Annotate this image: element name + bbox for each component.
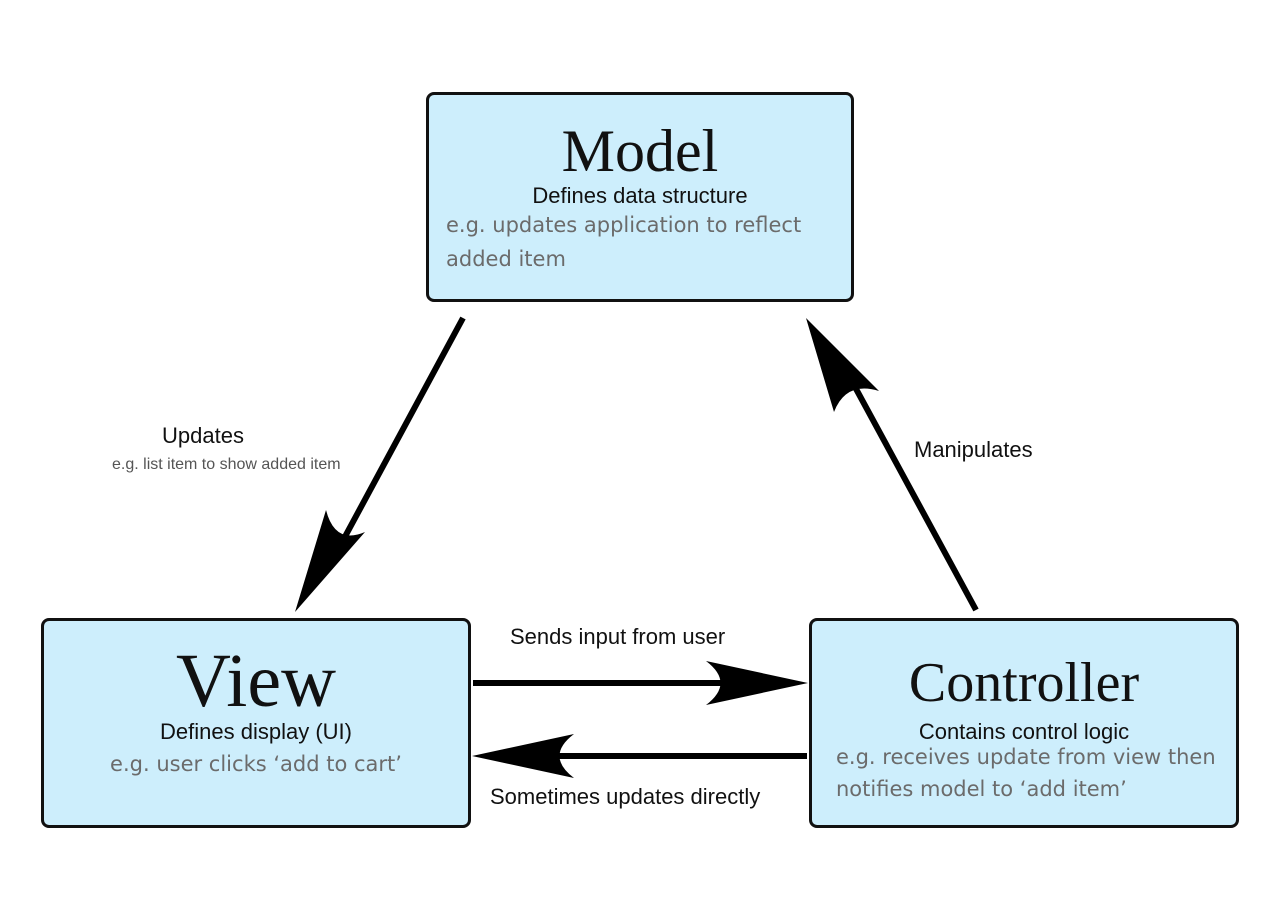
sometimes-updates-label: Sometimes updates directly [490, 784, 761, 809]
view-title: View [175, 639, 337, 723]
controller-box: Controller Contains control logic e.g. r… [809, 618, 1239, 828]
sends-input-label: Sends input from user [510, 624, 726, 649]
model-subtitle: Defines data structure [532, 183, 748, 208]
model-example: e.g. updates application to reflect adde… [446, 213, 802, 271]
arrow-controller-to-model [806, 318, 979, 612]
view-subtitle: Defines display (UI) [160, 719, 352, 744]
updates-example-label: e.g. list item to show added item [112, 456, 341, 473]
manipulates-label: Manipulates [914, 437, 1033, 462]
updates-label: Updates [162, 423, 244, 448]
model-box: Model Defines data structure e.g. update… [426, 92, 854, 302]
controller-subtitle: Contains control logic [918, 719, 1130, 744]
controller-example: e.g. receives update from view then noti… [836, 745, 1216, 801]
view-box: View Defines display (UI) e.g. user clic… [41, 618, 471, 828]
controller-title: Controller [908, 652, 1140, 714]
arrow-view-to-controller [473, 661, 808, 705]
arrow-controller-to-view [472, 734, 807, 778]
model-title: Model [561, 118, 719, 184]
arrow-model-to-view [295, 316, 466, 612]
view-example: e.g. user clicks ‘add to cart’ [110, 752, 402, 776]
